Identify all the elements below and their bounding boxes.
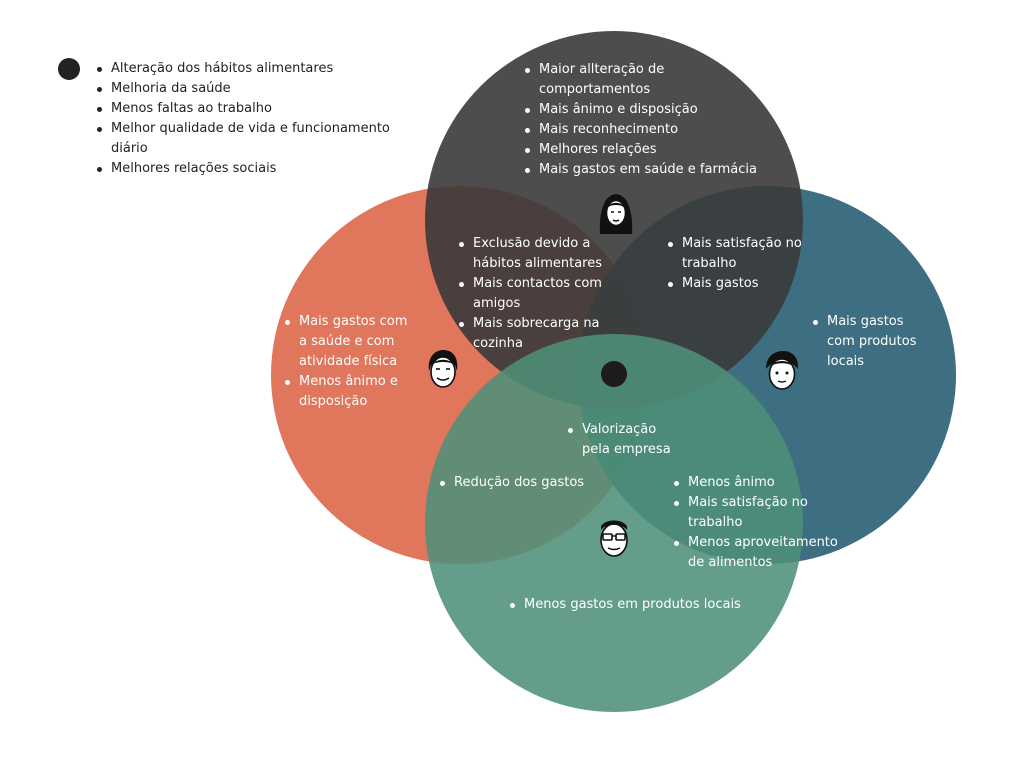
- bottom-left-region-list: Redução dos gastos: [438, 473, 588, 493]
- list-item: Mais gastos: [666, 274, 806, 294]
- top-right-region-list: Mais satisfação no trabalho Mais gastos: [666, 234, 806, 294]
- legend-item: Melhor qualidade de vida e funcionamento…: [95, 119, 395, 159]
- bottom-right-region-list: Menos ânimo Mais satisfação no trabalho …: [672, 473, 842, 573]
- list-item: Mais reconhecimento: [523, 120, 763, 140]
- list-item: Melhores relações: [523, 140, 763, 160]
- list-item: Menos ânimo: [672, 473, 842, 493]
- center-dot: [601, 361, 627, 387]
- right-region-list: Mais gastos com produtos locais: [811, 312, 926, 372]
- left-region-list: Mais gastos com a saúde e com atividade …: [283, 312, 408, 412]
- woman-face-icon: [599, 194, 633, 234]
- list-item: Redução dos gastos: [438, 473, 588, 493]
- list-item: Menos gastos em produtos locais: [508, 595, 748, 615]
- list-item: Mais ânimo e disposição: [523, 100, 763, 120]
- legend-list: Alteração dos hábitos alimentares Melhor…: [95, 59, 395, 179]
- list-item: Valorização pela empresa: [566, 420, 676, 460]
- top-region-list: Maior allteração de comportamentos Mais …: [523, 60, 763, 180]
- list-item: Mais gastos em saúde e farmácia: [523, 160, 763, 180]
- center-region-list: Valorização pela empresa: [566, 420, 676, 460]
- legend-item: Melhoria da saúde: [95, 79, 395, 99]
- list-item: Mais satisfação no trabalho: [666, 234, 806, 274]
- list-item: Mais gastos com a saúde e com atividade …: [283, 312, 408, 372]
- legend-item: Alteração dos hábitos alimentares: [95, 59, 395, 79]
- man-face-icon: [428, 350, 458, 388]
- list-item: Mais satisfação no trabalho: [672, 493, 842, 533]
- list-item: Mais sobrecarga na cozinha: [457, 314, 607, 354]
- bottom-region-list: Menos gastos em produtos locais: [508, 595, 748, 615]
- list-item: Menos ânimo e disposição: [283, 372, 408, 412]
- man-glasses-face-icon: [600, 520, 628, 557]
- top-left-region-list: Exclusão devido a hábitos alimentares Ma…: [457, 234, 607, 354]
- list-item: Menos aproveitamento de alimentos: [672, 533, 842, 573]
- list-item: Mais gastos com produtos locais: [811, 312, 926, 372]
- legend-item: Menos faltas ao trabalho: [95, 99, 395, 119]
- boy-face-icon: [766, 351, 799, 390]
- legend-item: Melhores relações sociais: [95, 159, 395, 179]
- list-item: Mais contactos com amigos: [457, 274, 607, 314]
- legend-dot: [58, 58, 80, 80]
- list-item: Maior allteração de comportamentos: [523, 60, 763, 100]
- list-item: Exclusão devido a hábitos alimentares: [457, 234, 607, 274]
